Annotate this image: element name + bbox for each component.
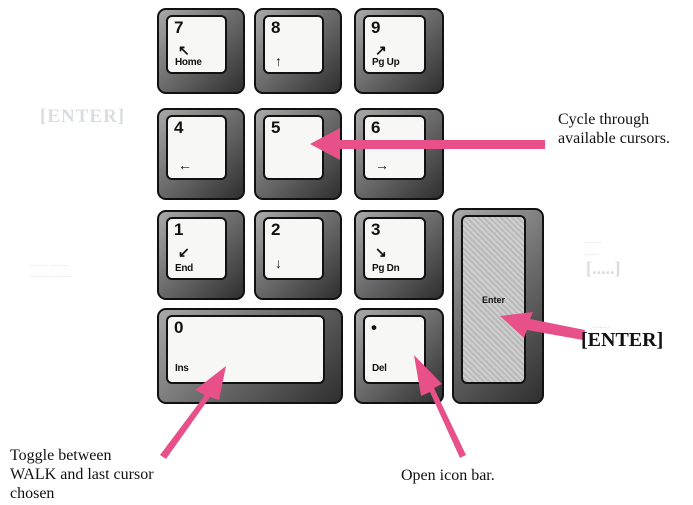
key-3-number: 3 [371, 220, 381, 239]
arrow-up-icon: ↑ [275, 53, 282, 69]
annotation-toggle-walk: Toggle between WALK and last cursor chos… [10, 447, 154, 502]
arrow-right-icon: → [375, 157, 389, 173]
key-1-number: 1 [174, 220, 184, 239]
key-0-function: Ins [175, 363, 189, 374]
key-2-down[interactable]: 2 ↓ [254, 210, 342, 300]
arrow-to-enter-key [500, 312, 585, 340]
key-6-number: 6 [371, 118, 381, 137]
key-3-pgdn[interactable]: 3 ↘ Pg Dn [354, 210, 444, 300]
key-4-left[interactable]: 4 ← [157, 108, 245, 200]
key-1-end[interactable]: 1 ↙ End [157, 210, 245, 300]
key-9-pgup[interactable]: 9 ↗ Pg Up [354, 8, 444, 94]
arrow-to-key-0 [160, 366, 226, 459]
key-5[interactable]: 5 [254, 108, 342, 200]
annotation-cycle-cursors: Cycle through available cursors. [558, 111, 670, 147]
key-dot-number: • [371, 318, 377, 337]
key-8-number: 8 [271, 18, 281, 37]
key-2-number: 2 [271, 220, 281, 239]
arrow-left-icon: ← [178, 157, 192, 173]
key-dot-del[interactable]: • Del [354, 308, 444, 404]
arrow-to-key-5 [310, 128, 545, 160]
annotation-enter: [ENTER] [581, 329, 664, 351]
key-7-function: Home [175, 57, 202, 68]
arrow-down-left-icon: ↙ [178, 244, 190, 260]
arrow-up-left-icon: ↖ [178, 42, 190, 58]
key-8-up[interactable]: 8 ↑ [254, 8, 342, 94]
key-enter[interactable]: Enter [452, 208, 544, 404]
key-0-ins[interactable]: 0 Ins [157, 308, 343, 404]
key-7-home[interactable]: 7 ↖ Home [157, 8, 245, 94]
key-9-number: 9 [371, 18, 381, 37]
key-1-function: End [175, 263, 193, 274]
arrow-to-del-key [414, 355, 466, 458]
key-7-number: 7 [174, 18, 184, 37]
key-enter-label: Enter [481, 294, 506, 305]
key-5-number: 5 [271, 118, 281, 137]
key-0-number: 0 [174, 318, 184, 337]
key-3-function: Pg Dn [372, 263, 400, 274]
key-dot-function: Del [372, 363, 387, 374]
arrow-up-right-icon: ↗ [375, 42, 387, 58]
arrow-down-icon: ↓ [275, 255, 282, 271]
annotation-open-icon-bar: Open icon bar. [401, 467, 495, 484]
key-9-function: Pg Up [372, 57, 400, 68]
arrow-down-right-icon: ↘ [375, 244, 387, 260]
key-4-number: 4 [174, 118, 184, 137]
